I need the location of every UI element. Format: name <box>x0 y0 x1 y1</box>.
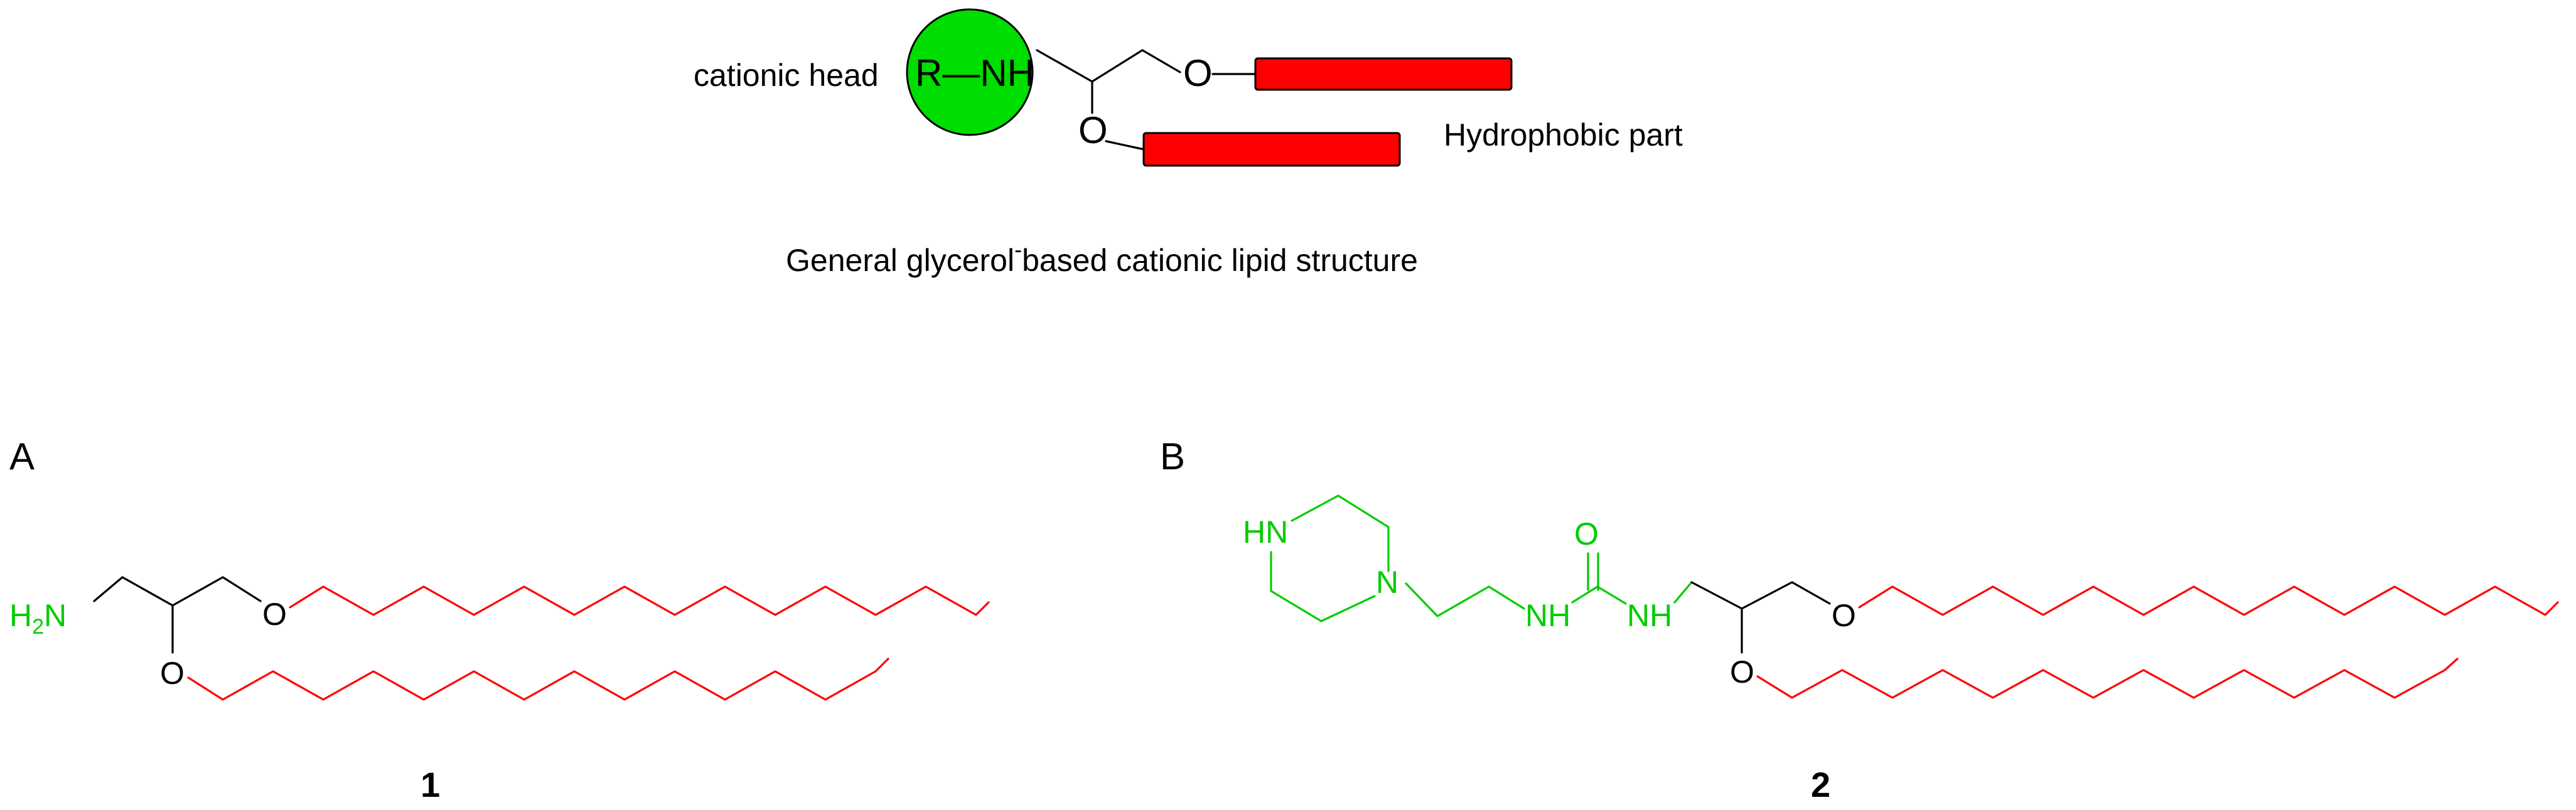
hydrophobic-tail-bar-2 <box>1142 132 1401 167</box>
amine-h: H <box>9 598 32 633</box>
compound-2-ether-oxygen-2: O <box>1730 654 1754 690</box>
compound-2-urea-to-backbone <box>1673 581 1693 604</box>
compound-2-number: 2 <box>1811 765 1830 804</box>
hydrophobic-tail-bar-1 <box>1254 57 1513 91</box>
compound-1-ether-oxygen-2: O <box>160 656 185 691</box>
cationic-head-label: cationic head <box>694 58 879 93</box>
panel-b: B HN N NH O NH O O 2 <box>1160 435 2559 804</box>
compound-1-chain-lower <box>187 658 889 701</box>
piperazine-n: N <box>1376 565 1398 600</box>
schematic-caption: General glycerol-based cationic lipid st… <box>786 237 1418 278</box>
compound-1-ether-oxygen-1: O <box>262 597 287 632</box>
amine-n: N <box>44 598 67 633</box>
head-group-label: R—NH <box>915 52 1034 94</box>
general-structure-schematic: cationic head R—NH O O Hydrophobic part … <box>694 8 1683 278</box>
compound-2-chain-upper <box>1858 585 2559 616</box>
panel-a-label: A <box>9 435 35 477</box>
schematic-glycerol-backbone <box>1036 49 1181 83</box>
piperazine-ring <box>1291 494 1390 572</box>
amine-subscript: 2 <box>32 615 44 639</box>
schematic-ether-oxygen-1: O <box>1183 52 1213 94</box>
urea-bond-right <box>1596 585 1627 605</box>
urea-nh-2: NH <box>1627 598 1672 633</box>
schematic-ether-oxygen-2: O <box>1078 109 1108 151</box>
compound-1-backbone <box>121 576 262 607</box>
compound-1-chain-upper <box>289 585 990 616</box>
amine-bond <box>93 576 124 602</box>
compound-1-number: 1 <box>421 765 440 804</box>
compound-2-chain-lower <box>1756 658 2459 699</box>
urea-nh-1: NH <box>1525 598 1570 633</box>
piperazine-ring-lower <box>1270 551 1376 622</box>
caption-superscript: - <box>1014 237 1022 262</box>
caption-part-2: based cationic lipid structure <box>1022 243 1418 278</box>
urea-bond-left <box>1571 585 1599 604</box>
compound-2-backbone <box>1690 581 1831 610</box>
hydrophobic-part-label: Hydrophobic part <box>1444 117 1683 152</box>
caption-part-1: General glycerol <box>786 243 1014 278</box>
panel-b-label: B <box>1160 435 1185 477</box>
urea-oxygen: O <box>1574 516 1599 552</box>
panel-a: A H2N O O 1 <box>9 435 990 804</box>
schematic-o2-bond <box>1105 140 1145 151</box>
amine-group: H2N <box>9 598 67 639</box>
cationic-head-circle <box>906 8 1034 136</box>
compound-2-ether-oxygen-1: O <box>1832 598 1856 633</box>
ethylene-linker <box>1405 582 1525 617</box>
piperazine-nh: HN <box>1243 514 1288 550</box>
